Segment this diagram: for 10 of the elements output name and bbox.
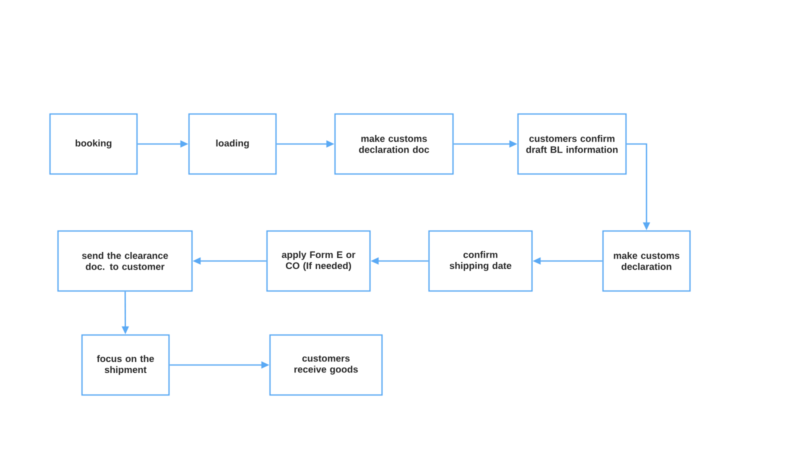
process-box: customers receive goods <box>269 334 383 396</box>
process-box: booking <box>49 113 138 175</box>
process-box: send the clearance doc. to customer <box>57 230 193 292</box>
process-box: loading <box>188 113 277 175</box>
process-box: make customs declaration <box>602 230 691 292</box>
process-box: confirm shipping date <box>428 230 533 292</box>
process-box: make customs declaration doc <box>334 113 454 175</box>
process-box: customers confirm draft BL information <box>517 113 627 175</box>
process-box: apply Form E or CO (If needed) <box>266 230 371 292</box>
process-box: focus on the shipment <box>81 334 170 396</box>
